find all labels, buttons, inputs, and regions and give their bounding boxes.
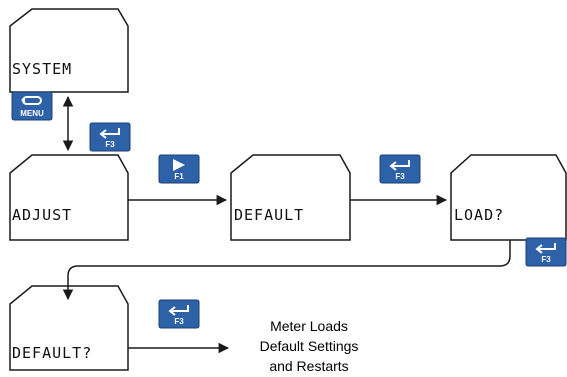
display-default-confirm: DEFAULT? (9, 285, 129, 371)
display-load-text: LOAD? (454, 206, 504, 224)
f3-key-4[interactable]: F3 (158, 299, 200, 329)
return-arrow-icon (168, 305, 189, 316)
result-caption: Meter Loads Default Settings and Restart… (260, 318, 359, 374)
display-default-text: DEFAULT (234, 206, 304, 224)
result-line-3: and Restarts (269, 358, 348, 374)
f1-key[interactable]: F1 (158, 154, 200, 184)
f3-key-1[interactable]: F3 (89, 122, 131, 152)
f1-key-label: F1 (174, 172, 184, 181)
display-adjust-text: ADJUST (12, 206, 72, 224)
play-icon (173, 159, 185, 171)
menu-key[interactable]: MENU (11, 91, 53, 121)
f3-key-3-label: F3 (541, 255, 551, 264)
f3-key-4-label: F3 (174, 317, 184, 326)
display-adjust: ADJUST (9, 154, 129, 241)
display-default-confirm-text: DEFAULT? (12, 344, 92, 362)
return-arrow-icon (99, 128, 120, 139)
menu-key-label: MENU (20, 109, 44, 118)
return-loop-icon (21, 96, 42, 105)
f3-key-2[interactable]: F3 (379, 154, 421, 184)
display-system-text: SYSTEM (12, 60, 72, 78)
display-default: DEFAULT (230, 154, 351, 241)
return-arrow-icon (389, 160, 410, 171)
f3-key-1-label: F3 (105, 140, 115, 149)
result-line-1: Meter Loads (270, 318, 348, 334)
f3-key-3[interactable]: F3 (525, 237, 567, 267)
display-load: LOAD? (450, 154, 567, 241)
display-system: SYSTEM (9, 8, 129, 93)
result-line-2: Default Settings (260, 338, 359, 354)
arrow-load-default-confirm (62, 240, 511, 301)
f3-key-2-label: F3 (395, 172, 405, 181)
return-arrow-icon (535, 243, 556, 254)
